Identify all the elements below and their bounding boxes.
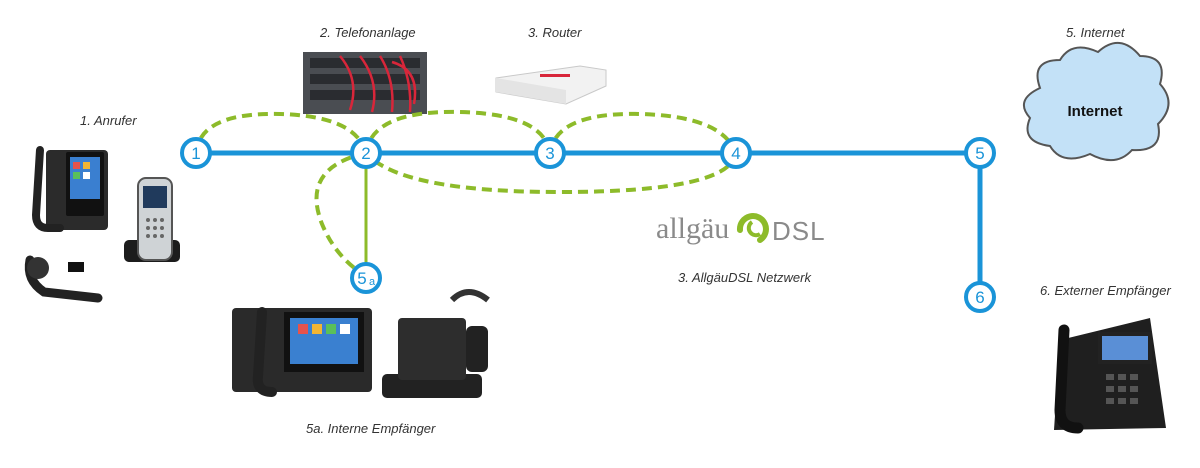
node-5a-sub-label: a xyxy=(369,276,376,288)
call-path-dashed xyxy=(194,109,738,278)
node-4-label: 4 xyxy=(731,144,740,163)
node-1: 1 xyxy=(180,137,212,169)
node-6-label: 6 xyxy=(975,288,984,307)
external-phone xyxy=(1054,318,1166,434)
logo-word: allgäu xyxy=(656,212,730,245)
caller-dect-phone xyxy=(124,177,180,262)
caller-bluetooth-headset xyxy=(24,255,103,303)
internal-touch-phone xyxy=(232,307,372,397)
internal-headset-base xyxy=(382,289,490,398)
node-4: 4 xyxy=(720,137,752,169)
label-telefonanlage: 2. Telefonanlage xyxy=(320,25,416,40)
label-anrufer: 1. Anrufer xyxy=(80,113,137,128)
node-3-label: 3 xyxy=(545,144,554,163)
label-netzwerk: 3. AllgäuDSL Netzwerk xyxy=(678,270,811,285)
allgaeu-dsl-logo-mark xyxy=(736,213,769,243)
node-5a: 5 a xyxy=(350,262,382,294)
label-internet: 5. Internet xyxy=(1066,25,1125,40)
caller-desk-phone xyxy=(31,146,108,232)
label-router: 3. Router xyxy=(528,25,582,40)
node-5: 5 xyxy=(964,137,996,169)
label-intern: 5a. Interne Empfänger xyxy=(306,421,436,436)
node-2: 2 xyxy=(350,137,382,169)
router-image xyxy=(495,65,607,105)
node-1-label: 1 xyxy=(191,144,200,163)
node-3: 3 xyxy=(534,137,566,169)
node-2-label: 2 xyxy=(361,144,370,163)
telefonanlage-image xyxy=(303,52,427,114)
internet-cloud: Internet xyxy=(1022,42,1170,161)
cloud-text: Internet xyxy=(1067,103,1122,120)
node-5-label: 5 xyxy=(975,144,984,163)
label-extern: 6. Externer Empfänger xyxy=(1040,283,1171,298)
node-5a-main-label: 5 xyxy=(357,269,366,288)
node-6: 6 xyxy=(964,281,996,313)
logo-dsl: DSL xyxy=(772,216,826,246)
